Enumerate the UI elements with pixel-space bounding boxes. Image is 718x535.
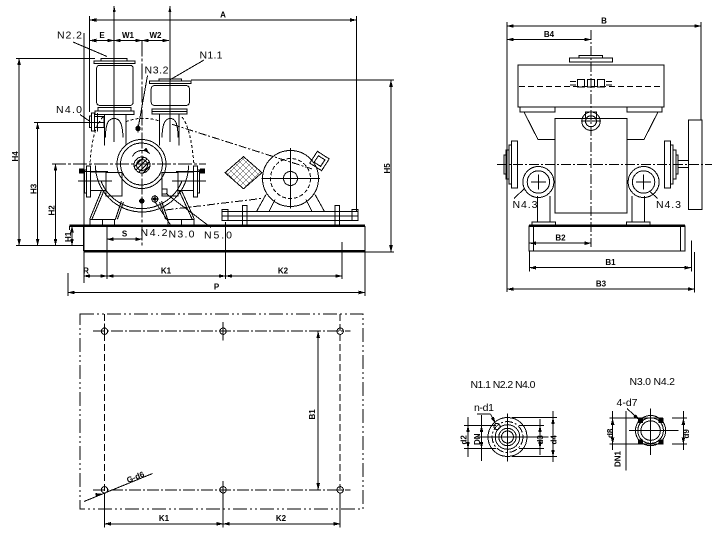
- svg-text:H5: H5: [383, 163, 392, 174]
- svg-text:A: A: [220, 11, 226, 20]
- svg-text:K1: K1: [161, 267, 172, 276]
- svg-text:K1: K1: [159, 514, 170, 523]
- svg-text:N4.3: N4.3: [513, 199, 538, 211]
- svg-text:H2: H2: [48, 205, 57, 216]
- svg-text:d9: d9: [682, 429, 691, 439]
- svg-text:N2.2: N2.2: [57, 30, 82, 42]
- svg-text:N5.0: N5.0: [204, 230, 232, 242]
- svg-text:d4: d4: [550, 435, 559, 445]
- svg-text:N3.0 N4.2: N3.0 N4.2: [630, 376, 676, 388]
- svg-text:K2: K2: [278, 267, 289, 276]
- svg-text:N3.0: N3.0: [169, 229, 195, 241]
- svg-text:n-d1: n-d1: [474, 402, 494, 414]
- svg-text:H3: H3: [30, 183, 39, 194]
- svg-text:W1: W1: [122, 31, 135, 40]
- svg-text:B1: B1: [308, 409, 317, 420]
- svg-text:DN: DN: [473, 433, 482, 445]
- svg-text:DN1: DN1: [614, 450, 623, 467]
- svg-text:B: B: [601, 17, 607, 26]
- svg-text:d3: d3: [536, 435, 545, 445]
- svg-text:W2: W2: [150, 31, 163, 40]
- svg-text:H4: H4: [11, 151, 20, 162]
- svg-text:N4.0: N4.0: [56, 104, 82, 116]
- svg-text:N4.3: N4.3: [656, 199, 681, 211]
- svg-text:B2: B2: [555, 234, 566, 243]
- svg-text:N3.2: N3.2: [145, 65, 169, 77]
- svg-text:d8: d8: [606, 428, 615, 438]
- svg-text:N4.2: N4.2: [141, 227, 168, 239]
- svg-text:R: R: [83, 267, 89, 276]
- svg-text:E: E: [99, 31, 105, 40]
- svg-text:B1: B1: [605, 258, 616, 267]
- svg-text:d2: d2: [460, 435, 469, 445]
- svg-text:G-d6: G-d6: [125, 469, 146, 484]
- svg-text:K2: K2: [276, 514, 287, 523]
- svg-text:P: P: [214, 283, 220, 292]
- svg-text:N1.1: N1.1: [200, 50, 223, 62]
- svg-text:H1: H1: [64, 231, 73, 242]
- svg-text:N1.1 N2.2 N4.0: N1.1 N2.2 N4.0: [471, 379, 536, 391]
- svg-text:4-d7: 4-d7: [617, 397, 638, 409]
- svg-text:B3: B3: [596, 280, 607, 289]
- svg-text:B4: B4: [544, 30, 555, 39]
- svg-text:S: S: [122, 230, 128, 239]
